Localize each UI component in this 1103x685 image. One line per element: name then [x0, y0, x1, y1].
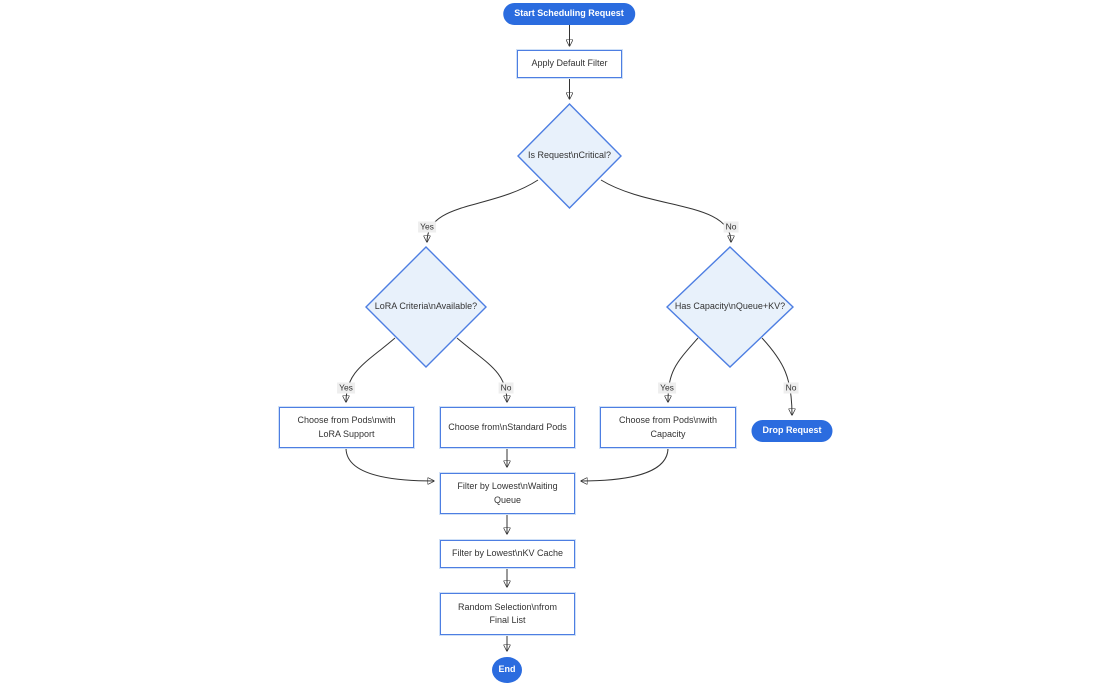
- node-random-selection-final-list: Random Selection\nfrom Final List: [440, 593, 575, 635]
- node-filter-lowest-kv-cache: Filter by Lowest\nKV Cache: [440, 540, 575, 568]
- decision-is-request-critical: Is Request\nCritical?: [517, 103, 622, 209]
- node-label: Choose from Pods\nwith Capacity: [618, 415, 718, 439]
- edge-capacitypods-to-filter: [581, 447, 669, 481]
- node-label: Filter by Lowest\nKV Cache: [451, 548, 564, 559]
- diamond-shape: [666, 246, 794, 368]
- node-label: Has Capacity\nQueue+KV?: [674, 301, 786, 312]
- node-label: Is Request\nCritical?: [527, 150, 612, 161]
- edge-label-no: No: [723, 221, 739, 233]
- node-label: Filter by Lowest\nWaiting Queue: [457, 481, 558, 505]
- node-apply-default-filter: Apply Default Filter: [517, 50, 622, 78]
- node-label: End: [498, 664, 516, 675]
- node-choose-pods-lora-support: Choose from Pods\nwith LoRA Support: [279, 407, 414, 448]
- node-label: Drop Request: [762, 425, 822, 436]
- edge-label-yes: Yes: [658, 382, 676, 394]
- node-label: Random Selection\nfrom Final List: [457, 601, 558, 626]
- node-choose-pods-capacity: Choose from Pods\nwith Capacity: [600, 407, 736, 448]
- edge-chooselora-to-filter: [345, 447, 434, 481]
- decision-has-capacity-queue-kv: Has Capacity\nQueue+KV?: [666, 246, 794, 368]
- edge-label-no: No: [498, 382, 514, 394]
- node-drop-request: Drop Request: [751, 420, 833, 442]
- node-filter-lowest-waiting-queue: Filter by Lowest\nWaiting Queue: [440, 473, 575, 514]
- edge-label-yes: Yes: [418, 221, 436, 233]
- edge-capacity-yes: [668, 337, 699, 402]
- edge-label-no: No: [783, 382, 799, 394]
- node-label: Apply Default Filter: [531, 58, 608, 69]
- edge-label-yes: Yes: [337, 382, 355, 394]
- node-choose-standard-pods: Choose from\nStandard Pods: [440, 407, 575, 448]
- node-label: LoRA Criteria\nAvailable?: [374, 301, 478, 312]
- edge-capacity-no: [761, 337, 792, 415]
- node-label: Start Scheduling Request: [514, 8, 624, 19]
- decision-lora-criteria-available: LoRA Criteria\nAvailable?: [365, 246, 487, 368]
- node-label: Choose from Pods\nwith LoRA Support: [297, 415, 396, 439]
- node-start-scheduling-request: Start Scheduling Request: [503, 3, 635, 25]
- diamond-shape: [517, 103, 622, 209]
- diamond-shape: [365, 246, 487, 368]
- node-end: End: [492, 657, 522, 683]
- node-label: Choose from\nStandard Pods: [448, 421, 567, 432]
